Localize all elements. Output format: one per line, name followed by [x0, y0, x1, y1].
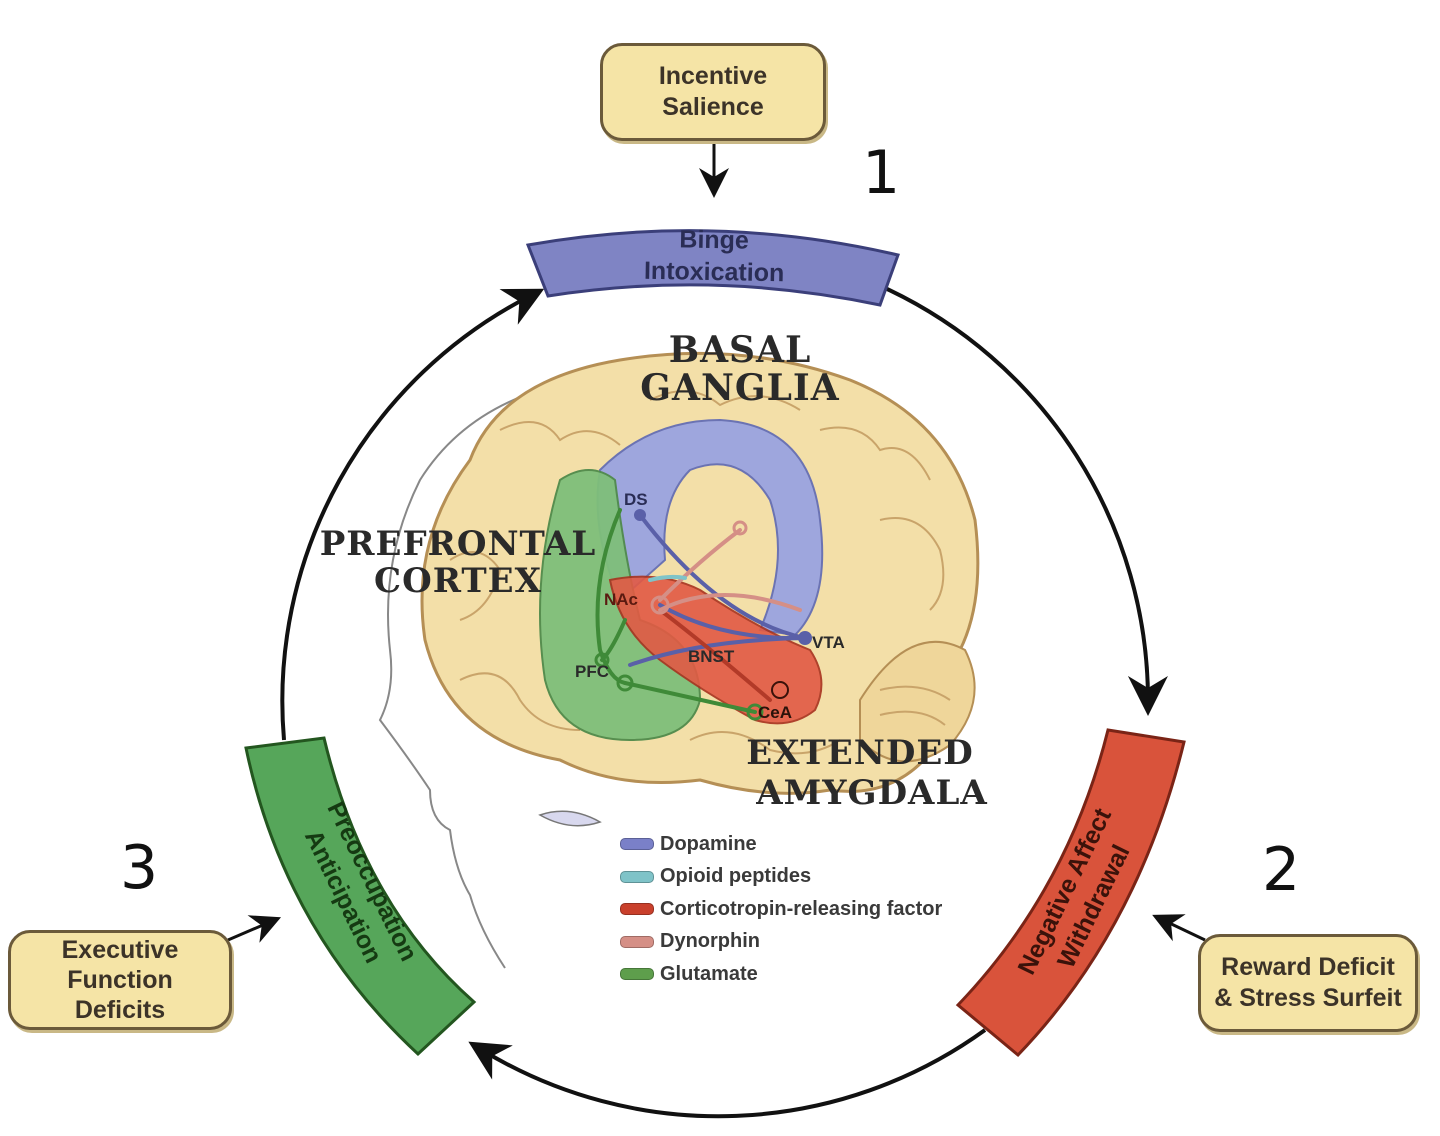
- node-pfc-2: [594, 652, 610, 668]
- gyrus-line: [879, 710, 946, 726]
- structure-label-nac: NAc: [604, 590, 638, 609]
- legend-label: Dopamine: [660, 832, 757, 855]
- gyrus-line: [689, 731, 841, 755]
- gyrus-line: [879, 517, 945, 611]
- eye-outline: [538, 810, 602, 827]
- stage-banner-negative-affect: Negative Affect Withdrawal: [955, 728, 1186, 1058]
- dopamine-pathway: [628, 636, 807, 667]
- legend-label: Corticotropin-releasing factor: [660, 897, 943, 920]
- gyrus-line: [449, 551, 502, 621]
- legend-swatch: [620, 935, 654, 948]
- structure-label-pfc: PFC: [575, 662, 609, 681]
- cerebellum: [859, 640, 976, 763]
- gyrus-line: [499, 421, 621, 446]
- stage-banner-binge: Binge Intoxication: [525, 225, 900, 307]
- stage-label-binge-1: Binge: [679, 225, 749, 254]
- glutamate-pathway: [595, 508, 627, 685]
- dynorphin-pathway: [658, 593, 802, 612]
- dynorphin-pathway: [658, 528, 742, 602]
- cycle-arrows: [280, 286, 1168, 1119]
- legend-swatch: [620, 838, 654, 851]
- stage-banner-preoccupation-shape: [244, 736, 477, 1057]
- neural-pathways: [595, 508, 807, 714]
- brain-illustration: DS NAc VTA BNST PFC CeA: [420, 351, 980, 795]
- legend-item: Dopamine: [620, 828, 942, 861]
- arrow-reward-deficit: [1152, 914, 1206, 942]
- cycle-arrow-2-to-3: [468, 1028, 987, 1119]
- input-label-incentive-salience: Incentive Salience: [658, 62, 768, 121]
- opioid-pathway: [648, 574, 687, 582]
- legend-label: Glutamate: [660, 962, 758, 985]
- gyrus-line: [879, 685, 951, 701]
- basal-ganglia-region: [596, 418, 824, 637]
- node-dynorphin: [732, 520, 748, 536]
- input-label-executive-function: Executive Function Deficits: [61, 936, 179, 1024]
- region-label-extended-2: AMYGDALA: [755, 773, 987, 813]
- arrow-executive-function: [227, 915, 282, 943]
- cycle-arrow-3-to-1: [280, 288, 545, 741]
- input-arrows: [227, 140, 1206, 943]
- legend-item: Opioid peptides: [620, 861, 942, 894]
- input-box-incentive-salience: Incentive Salience: [600, 43, 826, 141]
- region-label-extended-1: EXTENDED: [746, 733, 973, 773]
- structure-label-ds: DS: [624, 490, 648, 509]
- legend-item: Corticotropin-releasing factor: [620, 893, 942, 926]
- head-profile-outline: [378, 379, 581, 969]
- region-label-prefrontal-1: PREFRONTAL: [320, 524, 597, 564]
- legend-swatch: [620, 903, 654, 916]
- node-ds: [634, 509, 646, 521]
- input-label-reward-deficit: Reward Deficit & Stress Surfeit: [1214, 953, 1402, 1012]
- legend-swatch: [620, 968, 654, 981]
- stage-banner-negative-affect-shape: [955, 728, 1186, 1058]
- node-nac: [650, 595, 670, 615]
- stage-banner-preoccupation: Preoccupation Anticipation: [244, 736, 477, 1057]
- gyrus-line: [819, 426, 931, 481]
- input-box-executive-function: Executive Function Deficits: [8, 930, 232, 1030]
- stage-number-2: 2: [1262, 835, 1301, 905]
- glutamate-pathway: [600, 618, 627, 662]
- node-pfc: [616, 674, 634, 692]
- legend-item: Glutamate: [620, 958, 942, 991]
- stage-banner-binge-shape: [525, 229, 900, 307]
- structure-label-vta: VTA: [812, 633, 845, 652]
- legend-label: Opioid peptides: [660, 865, 812, 888]
- node-vta: [798, 631, 812, 645]
- dopamine-pathway: [638, 513, 807, 640]
- legend-label: Dynorphin: [660, 930, 760, 953]
- structure-label-cea: CeA: [758, 703, 792, 722]
- brain-gyri: [449, 390, 951, 755]
- region-label-prefrontal-2: CORTEX: [374, 561, 542, 601]
- input-box-reward-deficit: Reward Deficit & Stress Surfeit: [1198, 934, 1418, 1032]
- region-label-basal-ganglia-2: GANGLIA: [640, 367, 839, 409]
- gyrus-line: [649, 390, 801, 411]
- stage-number-3: 3: [120, 833, 159, 903]
- glutamate-pathway: [623, 681, 757, 714]
- stage-label-binge-2: Intoxication: [644, 257, 785, 287]
- pathway-nodes: [594, 509, 812, 721]
- crf-pathway: [658, 608, 772, 702]
- structure-label-bnst: BNST: [688, 647, 735, 666]
- cycle-arrow-1-to-2: [884, 286, 1168, 716]
- legend-swatch: [620, 870, 654, 883]
- stage-number-1: 1: [862, 138, 901, 208]
- legend-item: Dynorphin: [620, 926, 942, 959]
- node-amygdala: [771, 681, 789, 699]
- region-label-basal-ganglia-1: BASAL: [669, 329, 812, 371]
- gyrus-line: [459, 672, 581, 731]
- node-cea: [746, 703, 764, 721]
